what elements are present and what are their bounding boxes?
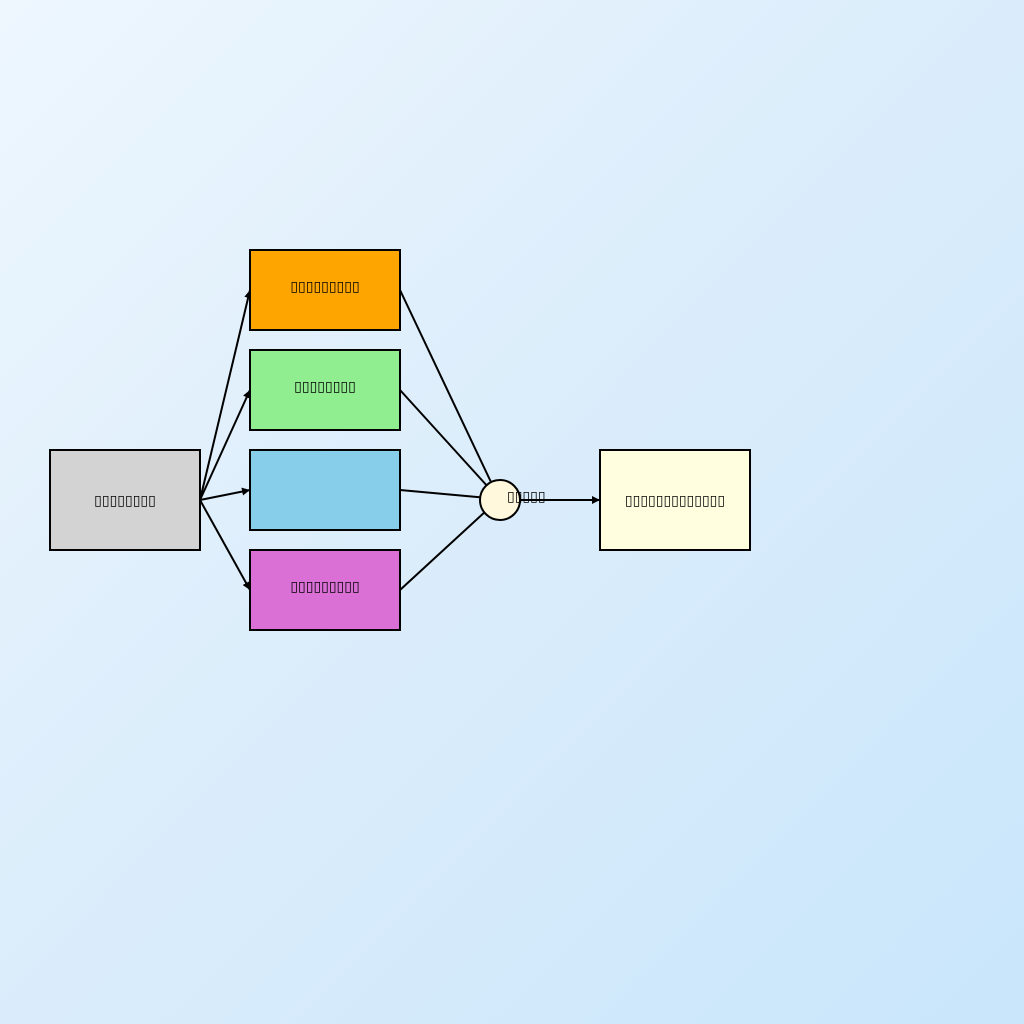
node-junction-label: ▯▯▯▯▯ [507, 489, 546, 505]
node-branch-b-label: ▯▯▯▯▯▯▯▯ [294, 379, 356, 395]
edge-branch-d-to-junction [399, 498, 500, 591]
edge-source-to-branch-c [199, 487, 251, 501]
node-branch-b: ▯▯▯▯▯▯▯▯ [249, 349, 401, 431]
node-branch-b-box [249, 349, 401, 431]
node-result-box [599, 449, 751, 551]
node-branch-d: ▯▯▯▯▯▯▯▯▯ [249, 549, 401, 631]
node-branch-d-box [249, 549, 401, 631]
edge-source-to-branch-b [199, 389, 251, 501]
edge-source-to-branch-d [199, 499, 251, 591]
node-junction-circle [479, 479, 521, 521]
node-branch-c-box [249, 449, 401, 531]
node-source-label: ▯▯▯▯▯▯▯▯ [94, 493, 156, 509]
node-source-box [49, 449, 201, 551]
node-branch-d-label: ▯▯▯▯▯▯▯▯▯ [290, 579, 359, 595]
edges-group [199, 289, 600, 591]
edge-branch-b-to-junction [399, 389, 500, 500]
node-result: ▯▯▯▯▯▯▯▯▯▯▯▯▯ [599, 449, 751, 551]
edge-source-to-branch-a [199, 289, 253, 501]
node-branch-a: ▯▯▯▯▯▯▯▯▯ [249, 249, 401, 331]
node-source: ▯▯▯▯▯▯▯▯ [49, 449, 201, 551]
node-branch-c [249, 449, 401, 531]
node-junction: ▯▯▯▯▯ [479, 479, 546, 521]
edge-branch-a-to-junction [399, 289, 500, 500]
node-branch-a-box [249, 249, 401, 331]
node-branch-a-label: ▯▯▯▯▯▯▯▯▯ [290, 279, 359, 295]
node-result-label: ▯▯▯▯▯▯▯▯▯▯▯▯▯ [625, 493, 725, 509]
